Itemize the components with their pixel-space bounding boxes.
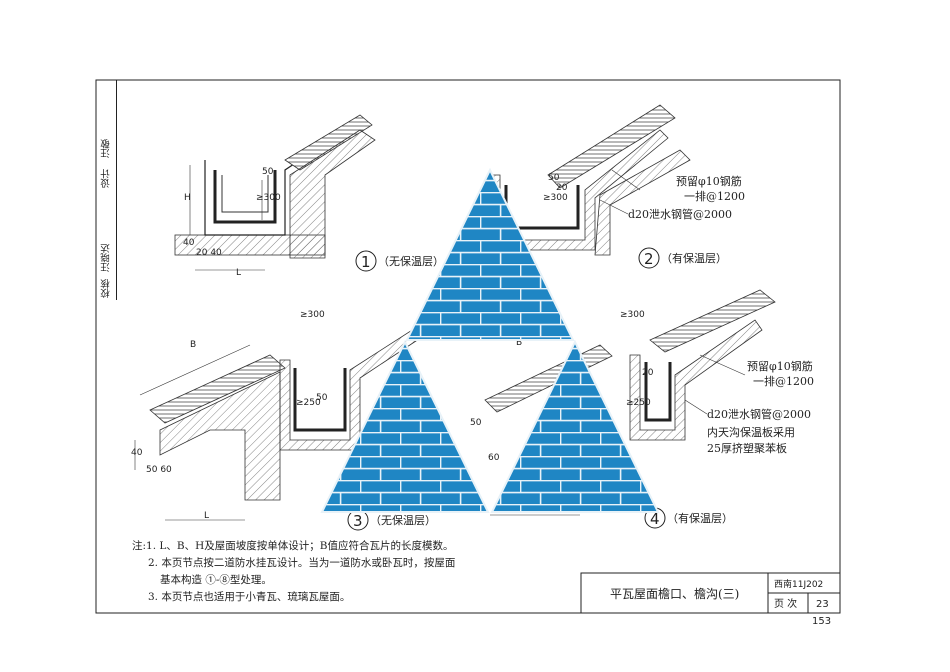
side-check-label: 校核 xyxy=(101,279,112,298)
notes-block: 注:1. L、B、H及屋面坡度按单体设计；B值应符合瓦片的长度模数。 2. 本页… xyxy=(132,538,455,606)
detail-2-caption: （有保温层） xyxy=(661,251,727,265)
side-design-label: 设计 xyxy=(101,169,112,188)
dim-20-40-1: 20 40 xyxy=(196,248,222,258)
detail-1-bubble xyxy=(355,250,377,272)
dim-20-2: 20 xyxy=(556,183,568,193)
page-no: 23 xyxy=(816,599,829,610)
brick-triangle-left xyxy=(320,339,490,513)
sheet-title: 平瓦屋面檐口、檐沟(三) xyxy=(610,587,739,601)
detail-3-number: 3 xyxy=(353,512,363,530)
dim-40-3: 40 xyxy=(131,448,143,458)
detail-3-caption: （无保温层） xyxy=(370,513,436,527)
rebar-note-4b: 一排@1200 xyxy=(753,374,814,388)
page-label: 页 次 xyxy=(774,597,797,610)
dim-300-2: ≥300 xyxy=(543,193,568,203)
side-strip: 汪敬 设计 汪晓达 校核 xyxy=(96,80,117,300)
note-3: 3. 本页节点也适用于小青瓦、琉璃瓦屋面。 xyxy=(148,591,351,603)
dim-50-1: 50 xyxy=(262,167,274,177)
sheet-border xyxy=(95,79,841,614)
dim-300-1: ≥300 xyxy=(256,193,281,203)
dim-b-4: B xyxy=(516,338,522,348)
detail-4-number: 4 xyxy=(650,510,660,528)
detail-1-caption: （无保温层） xyxy=(378,254,444,268)
dim-300-3: ≥300 xyxy=(300,310,325,320)
dim-h-1: H xyxy=(184,193,191,203)
dim-50-2: 50 xyxy=(548,173,560,183)
detail-2-bubble xyxy=(638,247,660,269)
rebar-note-4a: 预留φ10钢筋 xyxy=(747,359,813,373)
dim-50-4: 50 xyxy=(470,418,482,428)
drain-note-2: d20泄水钢管@2000 xyxy=(628,207,732,221)
detail-2-drawing xyxy=(489,104,691,256)
rebar-note-2b: 一排@1200 xyxy=(684,189,745,203)
detail-1-number: 1 xyxy=(361,253,371,271)
brick-triangle-top xyxy=(405,167,575,341)
note-2a: 2. 本页节点按二道防水挂瓦设计。当为一道防水或卧瓦时，按屋面 xyxy=(148,557,456,569)
dim-20-4: 20 xyxy=(642,368,654,378)
side-checker: 汪晓达 xyxy=(101,243,112,273)
dim-50-3: 50 xyxy=(316,393,328,403)
insulation-note-4b: 25厚挤塑聚苯板 xyxy=(707,441,787,455)
dim-l-1: L xyxy=(236,268,241,278)
sheet-page-number: 153 xyxy=(812,616,831,627)
detail-3-drawing xyxy=(134,324,429,521)
title-block xyxy=(580,572,841,614)
drain-note-4: d20泄水钢管@2000 xyxy=(707,407,811,421)
dim-250-4: ≥250 xyxy=(626,398,651,408)
insulation-note-4a: 内天沟保温板采用 xyxy=(707,425,795,439)
dim-250-3: ≥250 xyxy=(296,398,321,408)
note-2b: 基本构造 ①-⑧型处理。 xyxy=(160,574,272,586)
dim-50-60-3: 50 60 xyxy=(146,465,172,475)
side-designer: 汪敬 xyxy=(101,139,112,158)
atlas-code: 西南11J202 xyxy=(774,578,823,590)
dim-b-3: B xyxy=(190,340,196,350)
detail-2-number: 2 xyxy=(644,250,654,268)
dim-60-4: 60 xyxy=(488,453,500,463)
brick-triangle-right xyxy=(490,339,660,513)
dim-l-3: L xyxy=(204,511,209,521)
rebar-note-2a: 预留φ10钢筋 xyxy=(676,174,742,188)
detail-4-caption: （有保温层） xyxy=(667,511,733,525)
dim-300-4: ≥300 xyxy=(620,310,645,320)
notes-prefix: 注: xyxy=(132,540,147,552)
detail-1-drawing xyxy=(174,114,376,271)
note-1: 1. L、B、H及屋面坡度按单体设计；B值应符合瓦片的长度模数。 xyxy=(146,540,454,552)
dim-40-1: 40 xyxy=(183,238,195,248)
